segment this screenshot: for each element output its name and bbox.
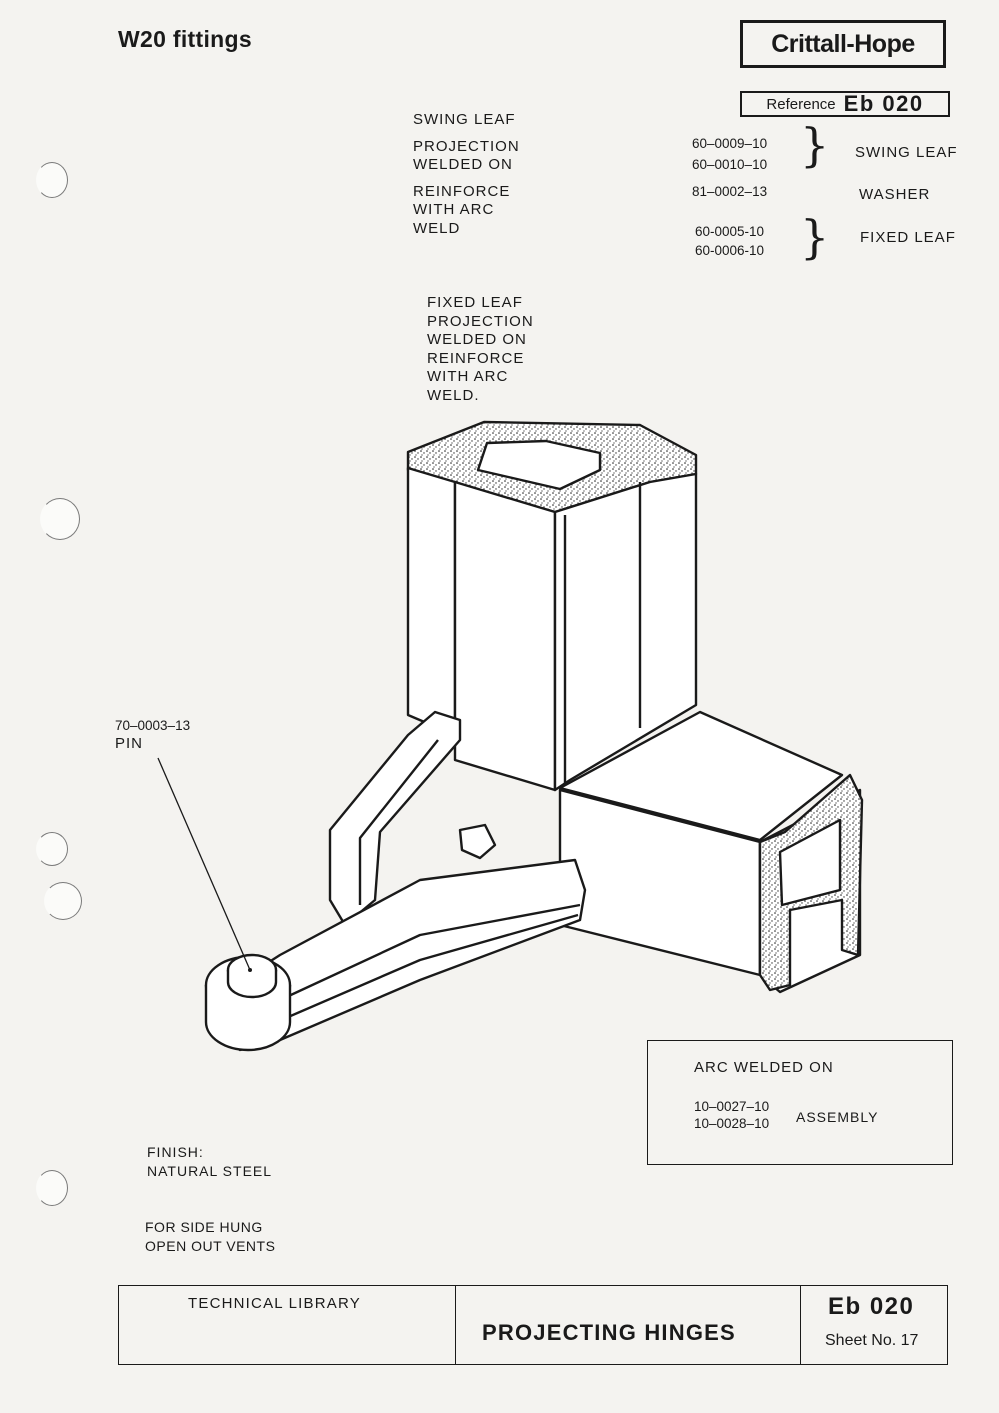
note-line: OPEN OUT VENTS	[145, 1237, 276, 1254]
pin-label: PIN	[115, 735, 144, 752]
binder-hole	[36, 1170, 68, 1206]
hinge-notch	[458, 823, 497, 860]
note-line: WITH ARC	[413, 201, 495, 218]
note-line: SWING LEAF	[413, 111, 516, 128]
binder-hole	[44, 882, 82, 920]
jamb-hollow	[476, 439, 602, 491]
title-cell: PROJECTING HINGES	[455, 1286, 801, 1364]
arc-welded-heading: ARC WELDED ON	[694, 1059, 834, 1076]
part-code: 60-0006-10	[695, 243, 765, 258]
part-code: 60-0005-10	[695, 224, 765, 239]
brace-icon: }	[800, 118, 830, 172]
pin-callout: 70–0003–13 PIN	[115, 717, 190, 752]
washer-code: 81–0002–13	[692, 184, 768, 199]
part-code: 10–0027–10	[694, 1099, 770, 1114]
binder-hole	[40, 498, 80, 540]
transom-hollow	[778, 818, 842, 907]
swing-leaf-note: SWING LEAF PROJECTION WELDED ON REINFORC…	[413, 111, 520, 238]
arc-welded-box: ARC WELDED ON 10–0027–10 10–0028–10 ASSE…	[647, 1040, 953, 1165]
note-line: PROJECTION	[413, 137, 520, 155]
note-line: WITH ARC	[427, 368, 509, 385]
fixed-leaf-codes: 60-0005-10 60-0006-10	[695, 221, 764, 261]
brand-logo: Crittall-Hope	[740, 20, 946, 68]
hinge-arm-edge	[279, 903, 581, 1002]
binder-hole	[36, 832, 68, 866]
library-label: TECHNICAL LIBRARY	[188, 1295, 361, 1312]
pin-leader-line	[157, 757, 251, 971]
note-line: WELDED ON	[427, 331, 527, 348]
note-line: REINFORCE	[413, 182, 511, 200]
code-cell: Eb 020 Sheet No. 17	[800, 1286, 947, 1364]
swing-leaf-codes: 60–0009–10 60–0010–10	[692, 133, 767, 175]
washer-label: WASHER	[859, 186, 931, 203]
note-line: FOR SIDE HUNG	[145, 1219, 263, 1235]
library-cell: TECHNICAL LIBRARY	[119, 1286, 456, 1364]
note-line: PROJECTION	[427, 312, 534, 330]
pin-leader-dot	[248, 968, 252, 972]
page-title: W20 fittings	[118, 26, 252, 52]
part-code: 60–0009–10	[692, 136, 768, 151]
note-line: WELDED ON	[413, 156, 513, 173]
binder-hole	[36, 162, 68, 198]
hinge-arm-edge	[234, 913, 579, 1042]
finish-note: FINISH: NATURAL STEEL	[147, 1143, 272, 1180]
hinge-upper-arm	[328, 710, 462, 927]
brand-name: Crittall-Hope	[771, 29, 915, 58]
reference-label: Reference	[766, 95, 836, 113]
jamb-front-face	[453, 480, 557, 792]
note-line: REINFORCE	[427, 349, 525, 367]
hinge-upper-arm-inner	[358, 739, 439, 905]
jamb-outer-face	[406, 466, 457, 737]
note-line: NATURAL STEEL	[147, 1162, 273, 1179]
assembly-codes: 10–0027–10 10–0028–10	[694, 1098, 769, 1132]
fixed-leaf-label: FIXED LEAF	[860, 229, 956, 246]
hinge-knuckle-side	[204, 985, 292, 1052]
usage-note: FOR SIDE HUNG OPEN OUT VENTS	[145, 1218, 275, 1255]
sheet-number: Sheet No. 17	[825, 1332, 919, 1349]
drawing-title: PROJECTING HINGES	[482, 1320, 736, 1345]
jamb-side-face	[553, 472, 698, 792]
note-line: WELD	[413, 219, 461, 237]
note-line: WELD.	[427, 386, 480, 404]
note-line: FIXED LEAF	[427, 294, 523, 311]
part-code: 10–0028–10	[694, 1116, 770, 1131]
transom-top-face	[558, 710, 844, 842]
footer-code: Eb 020	[828, 1293, 915, 1320]
part-code: 60–0010–10	[692, 157, 768, 172]
title-block: TECHNICAL LIBRARY PROJECTING HINGES Eb 0…	[118, 1285, 948, 1365]
fixed-leaf-note: FIXED LEAF PROJECTION WELDED ON REINFORC…	[427, 294, 534, 405]
assembly-label: ASSEMBLY	[796, 1109, 879, 1125]
reference-code: Eb 020	[843, 91, 924, 116]
note-line: FINISH:	[147, 1144, 204, 1160]
swing-leaf-label: SWING LEAF	[855, 144, 958, 161]
reference-box: Reference Eb 020	[740, 91, 950, 117]
pin-head-side	[226, 970, 278, 999]
brace-icon: }	[800, 210, 830, 264]
pin-code: 70–0003–13	[115, 718, 191, 733]
